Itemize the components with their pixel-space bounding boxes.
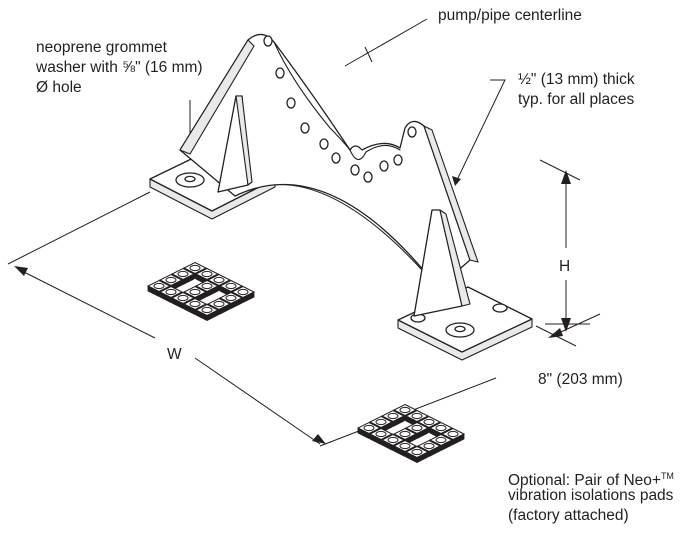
pad-cell-hole: [225, 294, 237, 302]
pad-cell-hole: [189, 300, 201, 308]
pad-cell-hole: [411, 412, 423, 420]
grommet-label-line1: neoprene grommet: [36, 39, 167, 56]
optional-label-line1: Optional: Pair of Neo+TM: [508, 466, 674, 491]
pad-cell-hole: [201, 282, 213, 290]
right-gusset: [413, 209, 471, 317]
thickness-label-line1: ½" (13 mm) thick: [518, 71, 635, 88]
pad-cell-hole: [375, 430, 387, 438]
grommet-label-line3: Ø hole: [36, 79, 82, 96]
bracket-plate: [179, 33, 479, 289]
optional-text: Optional: Pair of Neo+: [508, 472, 661, 490]
pad-cell-hole: [177, 270, 189, 278]
thickness-label-line2: typ. for all places: [518, 91, 635, 108]
pad-cell-hole: [363, 424, 375, 432]
pad-cell-hole: [387, 412, 399, 420]
pad-cell-hole: [399, 430, 411, 438]
optional-label-line2: vibration isolations pads: [508, 487, 674, 504]
pad-cell-hole: [189, 264, 201, 272]
pad-cell-hole: [411, 424, 423, 432]
pad-cell-hole: [177, 294, 189, 302]
pad-cell-hole: [213, 300, 225, 308]
depth-label: 8" (203 mm): [538, 371, 623, 388]
pad-cell-hole: [201, 270, 213, 278]
pad-cell-hole: [387, 436, 399, 444]
thickness-leader: [452, 79, 506, 186]
pad-cell-hole: [225, 282, 237, 290]
height-label: H: [559, 258, 571, 275]
left-gusset: [217, 95, 253, 193]
height-dimension: [539, 159, 590, 332]
pad-cell-hole: [201, 306, 213, 314]
pad-cell-hole: [165, 276, 177, 284]
pad-cell-hole: [189, 288, 201, 296]
pad-cell-hole: [153, 282, 165, 290]
centerline-leader: [344, 18, 428, 67]
pad-cell-hole: [423, 418, 435, 426]
width-label: W: [167, 346, 182, 363]
pad-cell-hole: [399, 442, 411, 450]
pad-cell-hole: [375, 418, 387, 426]
right-base-plate: [397, 286, 533, 361]
trademark-mark: TM: [660, 471, 674, 481]
depth-dimension: [535, 313, 601, 347]
pad-cell-hole: [411, 448, 423, 456]
grommet-label-line2: washer with ⅝" (16 mm): [36, 59, 203, 76]
pad-cell-hole: [165, 288, 177, 296]
pad-cell-hole: [423, 442, 435, 450]
pad-cell-hole: [399, 406, 411, 414]
pad-cell-hole: [213, 276, 225, 284]
isolation-pad-left: [146, 261, 256, 321]
optional-label-line3: (factory attached): [508, 507, 629, 524]
pad-cell-hole: [237, 288, 249, 296]
centerline-label: pump/pipe centerline: [438, 7, 582, 24]
pad-cell-hole: [435, 436, 447, 444]
pad-cell-hole: [447, 430, 459, 438]
pad-cell-hole: [435, 424, 447, 432]
isolation-pad-right: [356, 403, 466, 463]
